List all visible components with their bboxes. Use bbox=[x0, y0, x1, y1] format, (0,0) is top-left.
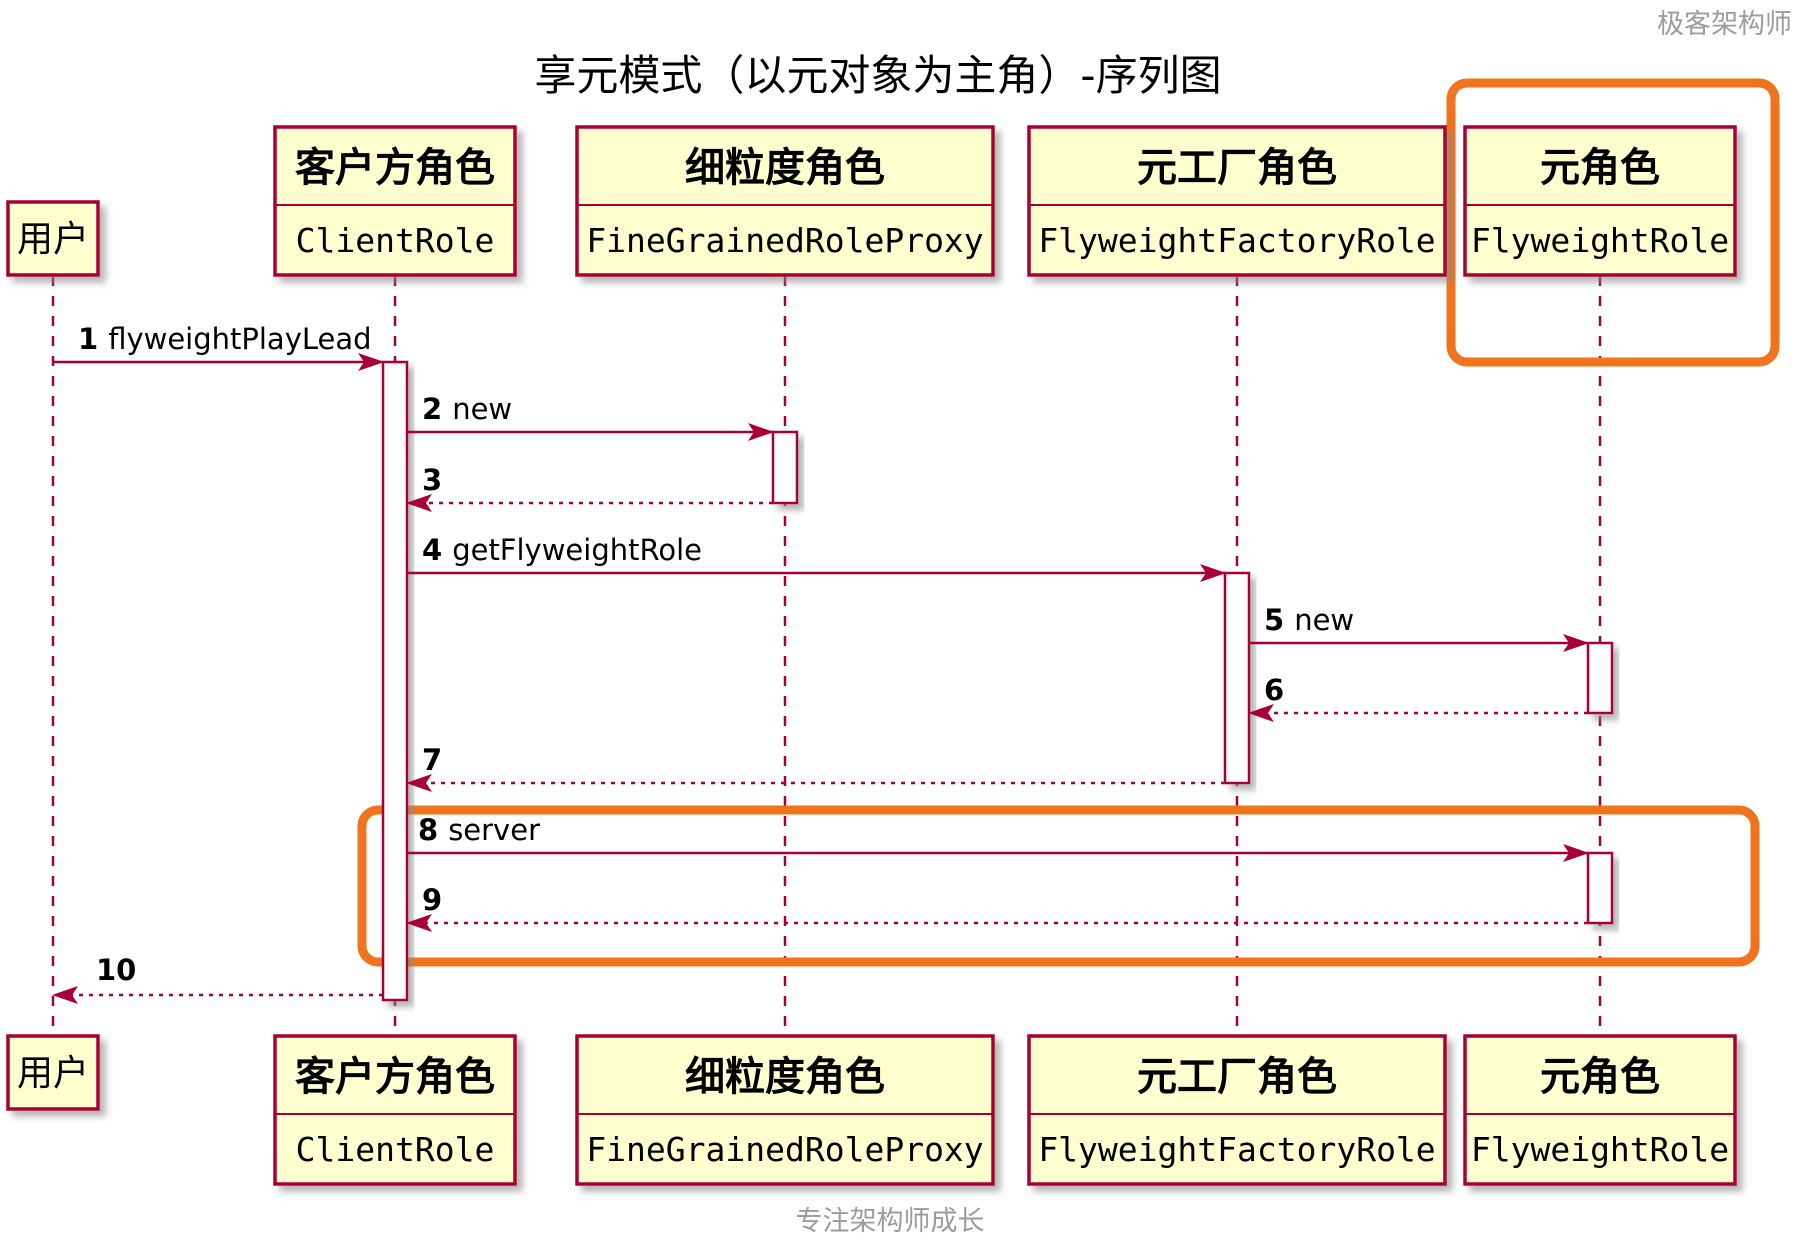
participant-top-clientrole: 客户方角色 ClientRole bbox=[273, 125, 517, 277]
participant-bottom-flyweightfactoryrole-name: 元工厂角色 bbox=[1137, 1054, 1337, 1100]
participant-bottom-flyweightrole-class: FlyweightRole bbox=[1471, 1130, 1729, 1169]
message-5-number: 5 bbox=[1264, 603, 1284, 637]
message-9-return: 9 bbox=[406, 883, 1588, 932]
message-8-label: 8 server bbox=[418, 813, 540, 847]
participant-top-flyweightrole-class: FlyweightRole bbox=[1471, 221, 1729, 260]
message-6-return: 6 bbox=[1248, 673, 1588, 722]
message-6-number: 6 bbox=[1264, 673, 1284, 707]
participant-bottom-clientrole: 客户方角色 ClientRole bbox=[273, 1034, 517, 1186]
participant-bottom-flyweightfactoryrole-box bbox=[1027, 1034, 1447, 1186]
participant-top-flyweightfactoryrole-class: FlyweightFactoryRole bbox=[1038, 221, 1435, 260]
activation-flyweightfactoryrole bbox=[1223, 571, 1251, 785]
bottom-watermark: 专注架构师成长 bbox=[796, 1206, 985, 1237]
message-8-text: server bbox=[448, 813, 540, 847]
message-9-number: 9 bbox=[422, 883, 442, 917]
participant-top-flyweightfactoryrole: 元工厂角色 FlyweightFactoryRole bbox=[1027, 125, 1447, 277]
message-3-return: 3 bbox=[406, 463, 773, 512]
message-7-number: 7 bbox=[422, 743, 442, 777]
message-1-label: 1 flyweightPlayLead bbox=[78, 322, 372, 356]
actor-top-user: 用户 bbox=[6, 200, 100, 277]
message-8-number: 8 bbox=[418, 813, 438, 847]
activation-flyweightrole-new bbox=[1586, 641, 1614, 715]
message-10-return: 10 bbox=[52, 953, 383, 1004]
participant-bottom-clientrole-box bbox=[273, 1034, 517, 1186]
message-7-return: 7 bbox=[406, 743, 1225, 792]
top-right-watermark: 极客架构师 bbox=[1657, 9, 1792, 40]
participant-top-finegrainedroleproxy-class: FineGrainedRoleProxy bbox=[586, 221, 983, 260]
message-3-number: 3 bbox=[422, 463, 442, 497]
message-2-text: new bbox=[452, 392, 512, 426]
participant-bottom-flyweightfactoryrole: 元工厂角色 FlyweightFactoryRole bbox=[1027, 1034, 1447, 1186]
diagram-title: 享元模式（以元对象为主角）-序列图 bbox=[534, 51, 1221, 100]
participant-top-flyweightrole-name: 元角色 bbox=[1540, 145, 1660, 191]
message-2-number: 2 bbox=[422, 392, 442, 426]
message-1-flyweightplaylead: 1 flyweightPlayLead bbox=[53, 322, 384, 371]
message-10-number: 10 bbox=[96, 953, 136, 987]
actor-bottom-user-box bbox=[6, 1034, 100, 1111]
activation-flyweightrole-server bbox=[1586, 851, 1614, 925]
highlight-box-server-messages bbox=[357, 805, 1760, 967]
activation-clientrole bbox=[381, 360, 409, 1002]
participant-top-clientrole-class: ClientRole bbox=[296, 221, 495, 260]
participant-bottom-finegrainedroleproxy-box bbox=[575, 1034, 995, 1186]
actor-top-user-box bbox=[6, 200, 100, 277]
message-1-number: 1 bbox=[78, 322, 98, 356]
message-5-text: new bbox=[1294, 603, 1354, 637]
participant-bottom-flyweightfactoryrole-class: FlyweightFactoryRole bbox=[1038, 1130, 1435, 1169]
participant-top-flyweightrole-box bbox=[1463, 125, 1737, 277]
participant-top-clientrole-name: 客户方角色 bbox=[295, 145, 495, 191]
message-4-label: 4 getFlyweightRole bbox=[422, 533, 702, 567]
message-4-getflyweightrole: 4 getFlyweightRole bbox=[407, 533, 1226, 582]
participant-top-flyweightfactoryrole-box bbox=[1027, 125, 1447, 277]
message-4-text: getFlyweightRole bbox=[452, 533, 702, 567]
participant-top-clientrole-box bbox=[273, 125, 517, 277]
highlight-box-flyweight-participant bbox=[1446, 78, 1780, 367]
message-5-label: 5 new bbox=[1264, 603, 1354, 637]
participant-bottom-clientrole-name: 客户方角色 bbox=[295, 1054, 495, 1100]
participant-bottom-finegrainedroleproxy: 细粒度角色 FineGrainedRoleProxy bbox=[575, 1034, 995, 1186]
participant-bottom-flyweightrole: 元角色 FlyweightRole bbox=[1463, 1034, 1737, 1186]
participant-bottom-flyweightrole-name: 元角色 bbox=[1540, 1054, 1660, 1100]
participant-bottom-finegrainedroleproxy-name: 细粒度角色 bbox=[685, 1054, 885, 1100]
participant-bottom-clientrole-class: ClientRole bbox=[296, 1130, 495, 1169]
actor-top-user-label: 用户 bbox=[17, 219, 89, 260]
message-4-number: 4 bbox=[422, 533, 442, 567]
participant-top-finegrainedroleproxy: 细粒度角色 FineGrainedRoleProxy bbox=[575, 125, 995, 277]
actor-bottom-user: 用户 bbox=[6, 1034, 100, 1111]
participant-top-flyweightrole: 元角色 FlyweightRole bbox=[1463, 125, 1737, 277]
message-5-new: 5 new bbox=[1249, 603, 1589, 652]
participant-top-finegrainedroleproxy-box bbox=[575, 125, 995, 277]
message-2-new: 2 new bbox=[407, 392, 774, 441]
participant-top-finegrainedroleproxy-name: 细粒度角色 bbox=[685, 145, 885, 191]
actor-bottom-user-label: 用户 bbox=[17, 1053, 89, 1094]
participant-bottom-flyweightrole-box bbox=[1463, 1034, 1737, 1186]
message-8-server: 8 server bbox=[407, 813, 1589, 862]
participant-top-flyweightfactoryrole-name: 元工厂角色 bbox=[1137, 145, 1337, 191]
participant-bottom-finegrainedroleproxy-class: FineGrainedRoleProxy bbox=[586, 1130, 983, 1169]
message-2-label: 2 new bbox=[422, 392, 512, 426]
message-1-text: flyweightPlayLead bbox=[108, 322, 371, 356]
activation-finegrainedroleproxy bbox=[771, 430, 799, 505]
